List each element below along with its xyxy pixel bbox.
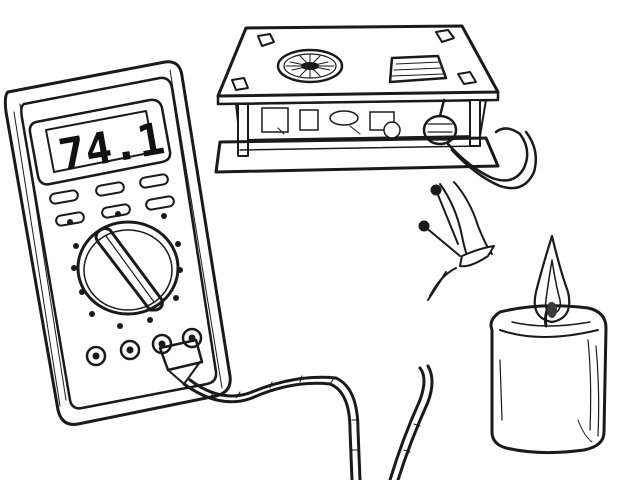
- candle-body: [489, 304, 608, 455]
- circuit-board: [214, 24, 500, 174]
- rotary-dial: [76, 220, 180, 316]
- probe-plug: [158, 338, 204, 372]
- candle-flame: [533, 234, 571, 324]
- cable-gland: [422, 98, 458, 146]
- plate-screws: [231, 29, 477, 91]
- multimeter-holster: [3, 60, 232, 426]
- bottom-plate: [214, 136, 500, 174]
- lcd-reading: 74.1: [55, 113, 168, 182]
- multimeter-face: [20, 76, 218, 410]
- function-buttons: [49, 173, 175, 227]
- candle-icon: [489, 234, 608, 455]
- thermocouple-wires: [418, 127, 537, 301]
- probe-cable: [182, 364, 434, 480]
- fan-icon: [276, 48, 344, 84]
- function-button: [139, 173, 169, 189]
- lcd-screen: [45, 110, 155, 173]
- multimeter: 74.1: [3, 60, 232, 426]
- function-button: [95, 181, 125, 197]
- function-button: [145, 195, 175, 211]
- function-button: [49, 189, 79, 205]
- lcd-bezel: [28, 98, 172, 186]
- probe-jacks: [85, 327, 203, 367]
- foam-pad: [388, 54, 448, 84]
- range-dots: [67, 211, 183, 329]
- electronics-layer: [235, 99, 487, 141]
